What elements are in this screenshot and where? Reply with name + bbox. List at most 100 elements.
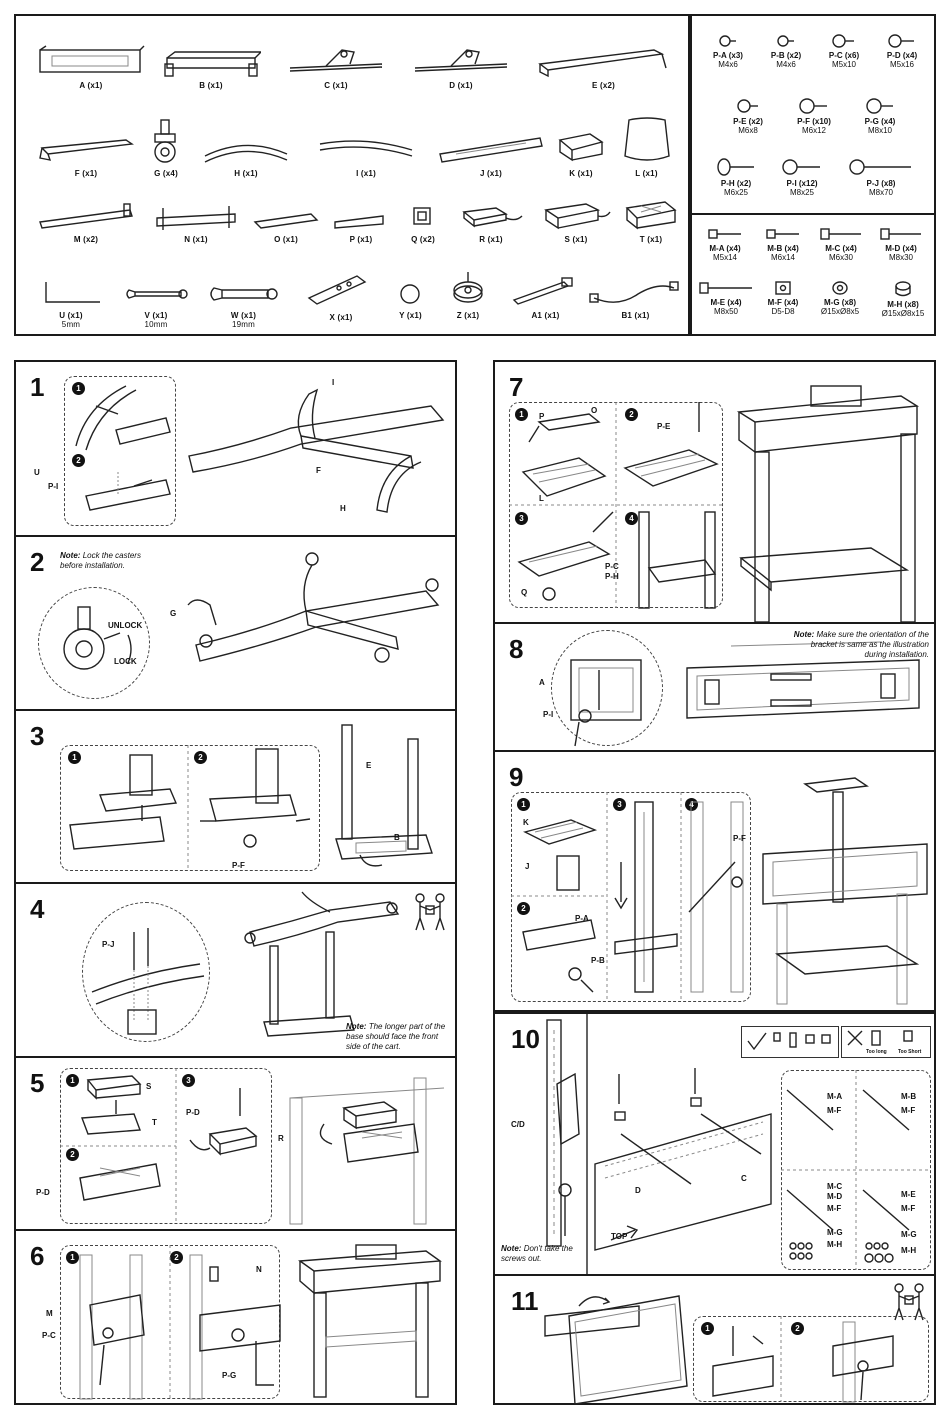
frame-top-drawing: [298, 1244, 442, 1398]
step-number: 1: [30, 372, 45, 402]
step-number: 4: [30, 894, 45, 924]
part-o: O (x1): [251, 202, 321, 244]
spacer-icon: [832, 281, 848, 295]
label-m-h-2: M-H: [901, 1246, 917, 1255]
part-d: D (x1): [411, 44, 511, 90]
part-k-icon: [558, 133, 604, 162]
part-n: N (x1): [151, 198, 241, 244]
label-too-long: Too long: [866, 1049, 887, 1055]
substep-1: 1: [66, 1074, 79, 1087]
part-p: P (x1): [331, 202, 391, 244]
hardware-p-d: P-D (x4)M5x16: [874, 34, 930, 69]
label-m-g-2: M-G: [901, 1230, 917, 1239]
step-1-panel: 1 1 2 U P-I I F H: [14, 360, 457, 537]
label-t: T: [152, 1118, 157, 1127]
part-y: Y (x1): [388, 278, 433, 320]
substep-2: 2: [72, 454, 85, 467]
label-p-f: P-F: [232, 861, 245, 870]
detail-box: [60, 745, 320, 871]
hardware-p-h: P-H (x2)M6x25: [706, 158, 766, 197]
column-base-drawing: [289, 1077, 445, 1225]
part-b-icon: [164, 51, 261, 77]
screw-icon: [799, 98, 827, 114]
screw-icon: [717, 158, 754, 176]
detail-box: [64, 376, 176, 526]
cart-with-camera-shelf-drawing: [762, 777, 928, 1005]
substep-1: 1: [66, 1251, 79, 1264]
hardware-m-b: M-B (x4)M6x14: [754, 227, 812, 262]
part-q: Q (x2): [398, 198, 448, 244]
screw-icon: [832, 34, 854, 48]
label-p-h: P-H: [605, 572, 619, 581]
label-p-a: P-A: [575, 914, 589, 923]
step-number: 3: [30, 721, 45, 751]
part-a1: A1 (x1): [508, 274, 583, 320]
label-n: N: [256, 1265, 262, 1274]
bracket-detail-drawing: [570, 659, 642, 747]
bolt-detail-circle: [82, 902, 210, 1042]
label-p-g: P-G: [222, 1371, 237, 1380]
label-p-i: P-I: [543, 710, 554, 719]
part-y-icon: [400, 284, 420, 304]
label-i: I: [332, 378, 335, 387]
part-c-icon: [289, 49, 383, 72]
label-f: F: [316, 466, 321, 475]
label-p: P: [539, 412, 545, 421]
label-a: A: [539, 678, 545, 687]
label-m-f-1: M-F: [827, 1106, 842, 1115]
label-g: G: [170, 609, 177, 618]
label-m-f-2: M-F: [901, 1106, 916, 1115]
wrench-19mm-icon: [210, 287, 278, 301]
label-p-f: P-F: [733, 834, 746, 843]
step-number: 8: [509, 634, 524, 664]
part-v: V (x1)10mm: [121, 278, 191, 329]
hardware-p-a: P-A (x3)M4x6: [700, 34, 756, 69]
step-number: 7: [509, 372, 524, 402]
step-7-panel: 7 1 2 3 4 P O L P-E P-C P-H Q: [493, 360, 936, 624]
substep-2: 2: [170, 1251, 183, 1264]
part-f-icon: [39, 139, 134, 161]
part-t-icon: [625, 201, 677, 230]
part-z-icon: [453, 272, 483, 303]
label-c-d: C/D: [511, 1120, 525, 1129]
label-p-d-2: P-D: [36, 1188, 50, 1197]
checkmark-icon: [747, 1032, 831, 1051]
base-frame-drawing: [188, 388, 445, 513]
two-people-icon: [415, 893, 445, 931]
hardware-m-h: M-H (x8)Ø15xØ8x15: [872, 281, 934, 318]
detail-box: [693, 1316, 929, 1402]
detail-drawing: [60, 1068, 258, 1224]
label-m-a: M-A: [827, 1092, 843, 1101]
detail-drawing: [75, 385, 171, 511]
label-j: J: [525, 862, 530, 871]
label-lock: LOCK: [114, 657, 137, 666]
substep-1: 1: [701, 1322, 714, 1335]
note-dont-remove-screws: Note: Don't take the screws out.: [501, 1244, 573, 1263]
step-8-panel: 8 A P-I Note: Make sure the orientation …: [493, 622, 936, 752]
cart-inverted-drawing: [244, 891, 400, 1037]
detail-drawing: [509, 402, 723, 609]
step-number: 2: [30, 547, 45, 577]
hardware-m-panel: M-A (x4)M5x14 M-B (x4)M6x14 M-C (x4)M6x3…: [690, 213, 936, 336]
screw-icon: [708, 229, 741, 239]
step-2-panel: 2 Note: Lock the casters before installa…: [14, 535, 457, 711]
substep-3: 3: [182, 1074, 195, 1087]
label-m: M: [46, 1309, 53, 1318]
caster-icon: [154, 119, 176, 163]
label-d: D: [635, 1186, 641, 1195]
part-u: U (x1)5mm: [36, 278, 106, 329]
bracket-detail-circle: [551, 630, 663, 746]
step-number: 5: [30, 1068, 45, 1098]
part-a: A (x1): [36, 44, 146, 90]
label-c: C: [741, 1174, 747, 1183]
step-number: 6: [30, 1241, 45, 1271]
part-w: W (x1)19mm: [206, 278, 281, 329]
part-b: B (x1): [161, 44, 261, 90]
label-m-f-3: M-F: [827, 1204, 842, 1213]
screw-icon: [777, 35, 794, 47]
screw-icon: [820, 228, 861, 240]
label-q: Q: [521, 588, 528, 597]
label-l: L: [539, 494, 544, 503]
hardware-m-c: M-C (x4)M6x30: [812, 227, 870, 262]
detail-drawing: [511, 792, 744, 1002]
